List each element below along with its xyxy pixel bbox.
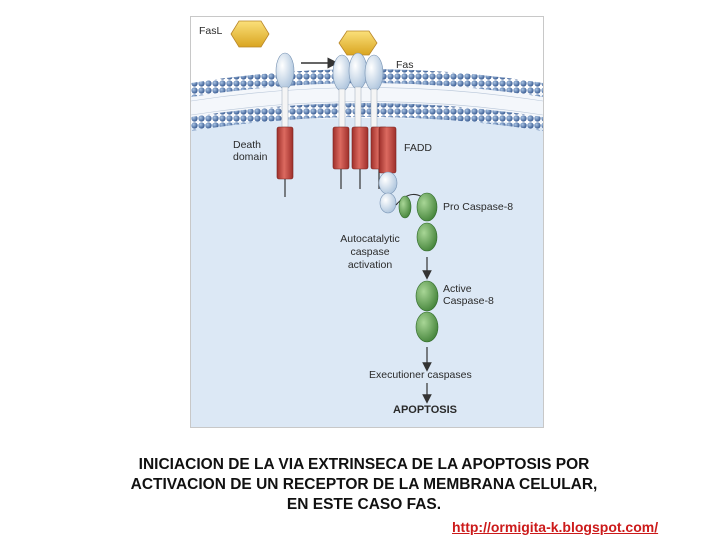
caption-line-2: ACTIVACION DE UN RECEPTOR DE LA MEMBRANA… [130, 476, 598, 493]
membrane-tails-lines [191, 87, 543, 116]
pro-caspase-8 [395, 192, 438, 252]
label-autocatalytic-1: Autocatalytic [340, 233, 400, 245]
label-executioner: Executioner caspases [369, 369, 472, 381]
blog-link[interactable]: http://ormigita-k.blogspot.com/ [452, 519, 659, 535]
fas-receptor-single [275, 52, 295, 197]
fasl-ligand [230, 20, 270, 48]
label-active-1: Active [443, 283, 472, 295]
label-fadd: FADD [404, 142, 433, 154]
caption-line-1: INICIACION DE LA VIA EXTRINSECA DE LA AP… [138, 456, 590, 473]
fasl-trimer [338, 30, 378, 56]
label-fas: Fas [396, 59, 414, 71]
cytoplasm-region [191, 118, 543, 427]
caption-line-3: EN ESTE CASO FAS. [286, 496, 442, 513]
label-death-domain-1: Death [233, 139, 262, 151]
label-autocatalytic-3: activation [347, 259, 393, 271]
membrane-inner-layer [191, 103, 543, 131]
label-fasl: FasL [199, 25, 223, 37]
label-autocatalytic-2: caspase [350, 246, 390, 258]
active-caspase-8 [415, 280, 439, 343]
label-pro-caspase: Pro Caspase-8 [443, 201, 514, 213]
label-death-domain-2: domain [233, 151, 268, 163]
figure-caption: INICIACION DE LA VIA EXTRINSECA DE LA AP… [70, 455, 658, 515]
diagram-graphic [191, 20, 543, 427]
label-apoptosis: APOPTOSIS [393, 404, 457, 416]
label-active-2: Caspase-8 [443, 295, 494, 307]
fadd-protein [378, 126, 398, 214]
apoptosis-diagram: FasL Fas Death domain FADD Pro Caspase-8… [190, 16, 544, 428]
